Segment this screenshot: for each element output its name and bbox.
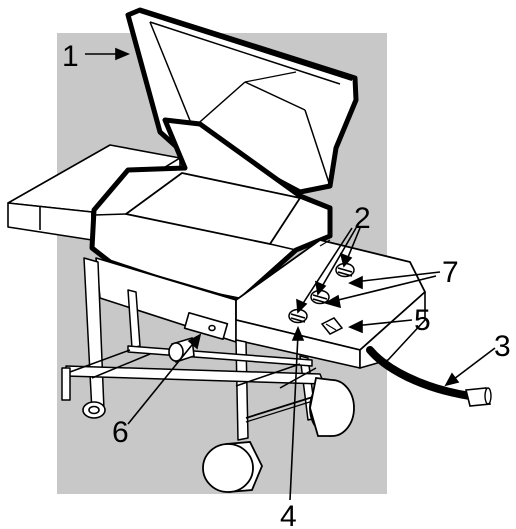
burner-knobs (288, 262, 355, 324)
control-shelf (235, 239, 426, 369)
wheels (202, 377, 355, 493)
leader-lines (85, 47, 496, 501)
fuel-gauge (320, 317, 344, 335)
knob-middle (310, 289, 330, 305)
gas-hose (366, 346, 492, 407)
callout-igniter-module: 6 (112, 416, 129, 449)
burner-box (95, 257, 237, 343)
igniter-button (168, 336, 195, 364)
igniter-module-knob (208, 324, 216, 332)
rear-wheel (309, 377, 355, 437)
callout-igniter-button: 4 (280, 500, 297, 529)
callout-burner-controls: 7 (442, 256, 459, 289)
front-wheel (202, 441, 263, 493)
caster-wheel (82, 401, 106, 419)
callout-fuel-gauge: 5 (414, 304, 431, 337)
callout-gas-hose: 3 (494, 330, 511, 363)
knob-rear (335, 262, 355, 278)
callout-labels: 1 2 7 5 3 6 4 (62, 40, 511, 529)
callout-knobs: 2 (354, 202, 371, 235)
igniter-module (183, 311, 229, 341)
callout-lid: 1 (62, 40, 79, 73)
